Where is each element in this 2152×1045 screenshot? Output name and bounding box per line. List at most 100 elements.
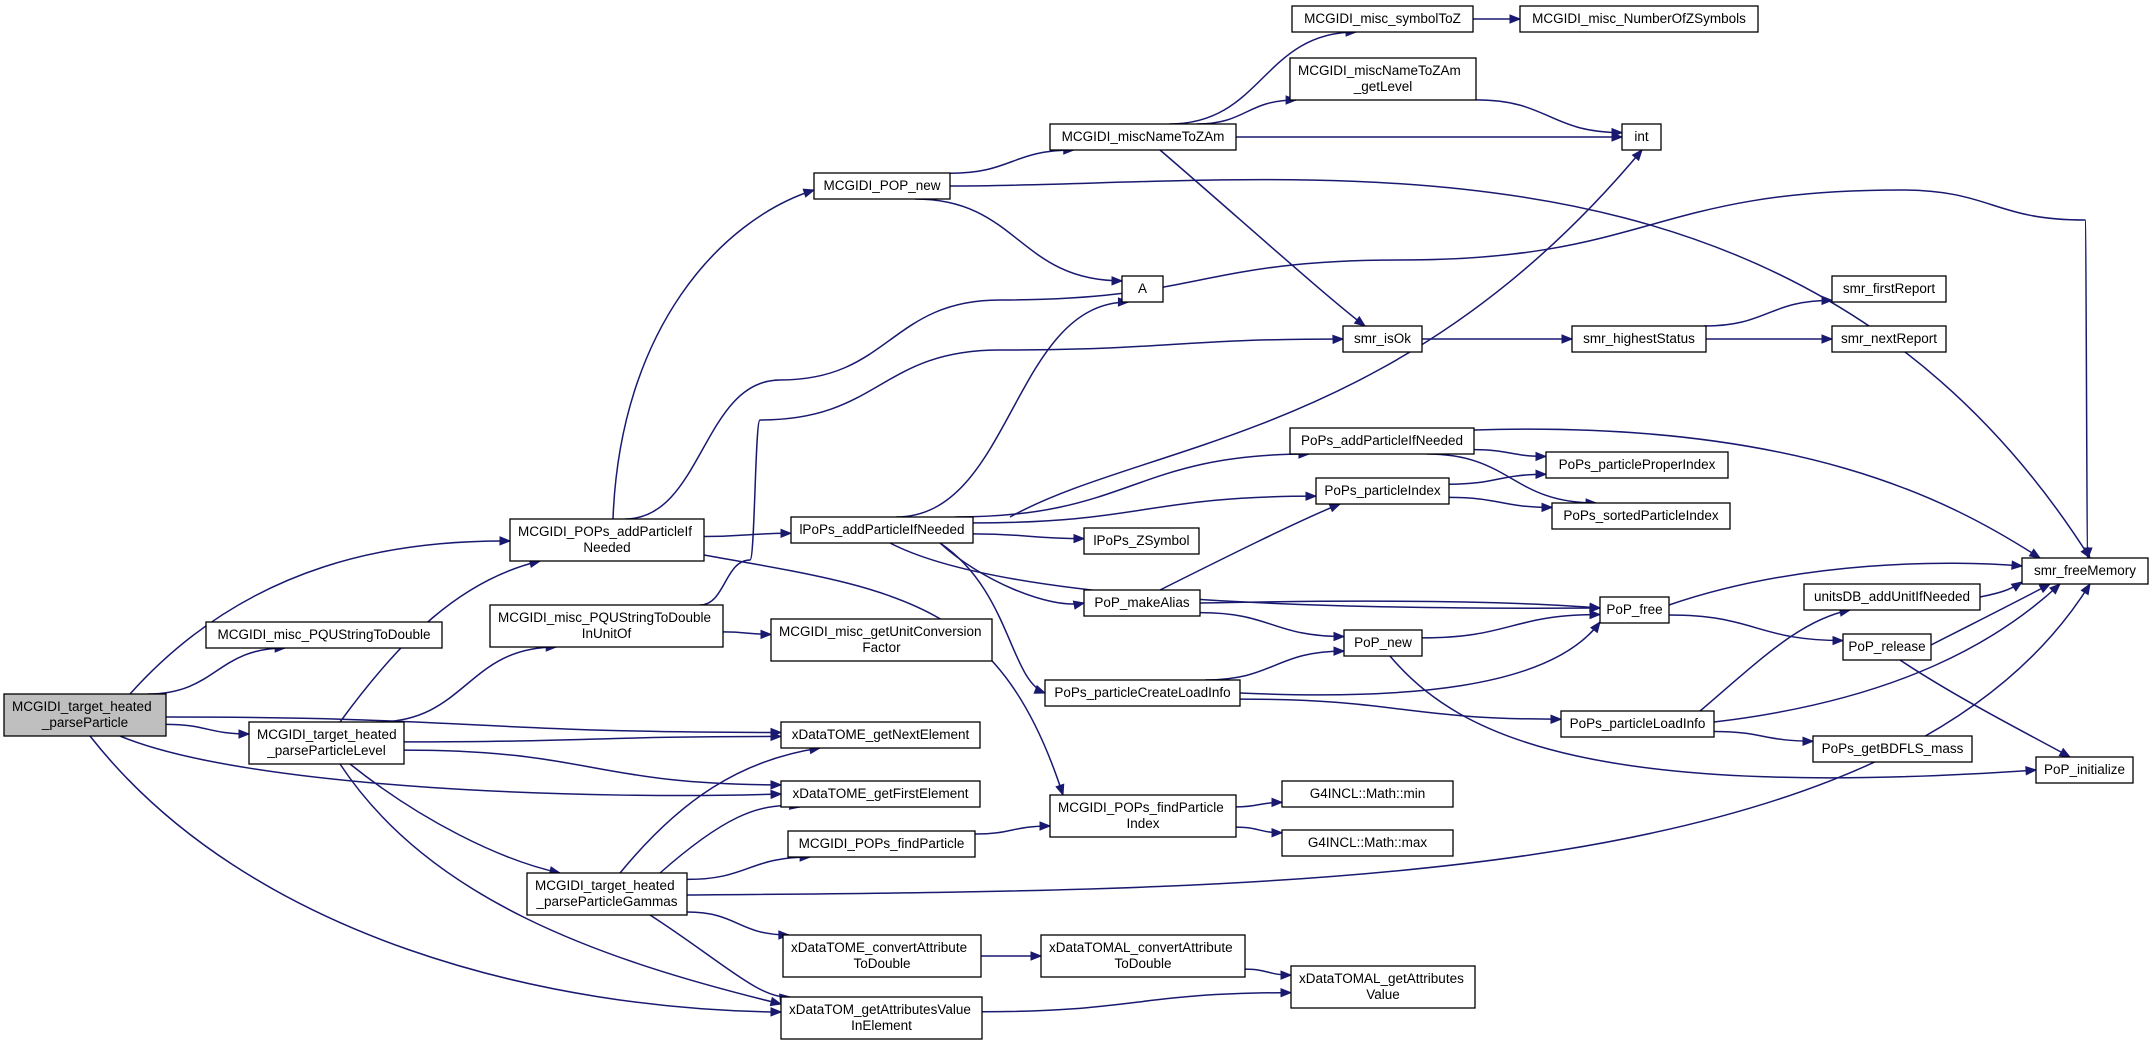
function-node[interactable]: MCGIDI_miscNameToZAm <box>1049 123 1237 151</box>
function-node[interactable]: xDataTOME_getFirstElement <box>780 780 981 808</box>
node-box <box>1289 57 1477 101</box>
arrowhead <box>1030 951 1043 961</box>
arrowhead <box>1333 631 1346 642</box>
node-label: G4INCL::Math::min <box>1310 786 1426 801</box>
function-node[interactable]: smr_freeMemory <box>2021 557 2149 585</box>
arrowhead <box>1271 797 1284 808</box>
function-node[interactable]: smr_highestStatus <box>1571 325 1707 353</box>
function-node[interactable]: MCGIDI_POPs_findParticle <box>787 830 976 858</box>
node-label: smr_highestStatus <box>1583 331 1695 346</box>
function-node[interactable]: PoPs_getBDFLS_mass <box>1812 735 1973 763</box>
call-edge <box>1473 448 1548 462</box>
call-edge <box>1475 99 1624 138</box>
function-node[interactable]: MCGIDI_POP_new <box>813 172 951 200</box>
arrowhead <box>1802 736 1815 746</box>
edge-line <box>949 178 2091 559</box>
call-edge <box>1239 698 1563 724</box>
function-node[interactable]: PoP_free <box>1599 596 1670 624</box>
function-node[interactable]: PoPs_particleLoadInfo <box>1560 710 1715 738</box>
function-node[interactable]: MCGIDI_misc_PQUStringToDouble <box>205 621 443 649</box>
arrowhead <box>1832 635 1845 646</box>
node-box <box>1842 633 1932 661</box>
function-node[interactable]: lPoPs_addParticleIfNeeded <box>790 516 974 544</box>
node-label: PoP_initialize <box>2044 762 2125 777</box>
function-node[interactable]: PoP_new <box>1343 629 1423 657</box>
edge-line <box>1713 730 1814 742</box>
call-edge <box>1473 428 2042 559</box>
function-node[interactable]: MCGIDI_POPs_addParticleIfNeeded <box>509 518 705 562</box>
arrowhead <box>1535 469 1548 480</box>
function-node[interactable]: MCGIDI_target_heated_parseParticleGammas <box>526 872 688 916</box>
arrowhead <box>1589 609 1602 620</box>
edge-line <box>339 560 541 723</box>
node-label: PoP_release <box>1848 639 1925 654</box>
node-box <box>1083 527 1200 555</box>
function-node[interactable]: int <box>1621 123 1662 151</box>
arrowhead <box>1561 334 1574 344</box>
node-label: MCGIDI_target_heated <box>535 878 675 893</box>
arrowhead <box>1589 602 1602 612</box>
arrowhead <box>780 528 793 539</box>
function-node[interactable]: MCGIDI_miscNameToZAm_getLevel <box>1289 57 1477 101</box>
edge-line <box>1473 448 1547 458</box>
call-edge <box>1706 334 1834 344</box>
function-node[interactable]: xDataTOME_getNextElement <box>780 721 981 749</box>
node-box <box>1621 123 1662 151</box>
function-node[interactable]: unitsDB_addUnitIfNeeded <box>1803 583 1981 611</box>
arrowhead <box>2025 765 2038 776</box>
function-node[interactable]: PoPs_particleCreateLoadInfo <box>1044 679 1241 707</box>
function-node[interactable]: PoP_makeAlias <box>1083 589 1201 617</box>
call-edge <box>1199 600 1602 612</box>
edge-line <box>1426 453 1597 504</box>
node-box <box>1315 477 1450 505</box>
arrowhead <box>1509 14 1522 24</box>
function-node[interactable]: MCGIDI_misc_symbolToZ <box>1291 5 1474 33</box>
function-node[interactable]: xDataTOMAL_getAttributesValue <box>1290 965 1476 1009</box>
edge-line <box>339 763 782 1005</box>
function-node[interactable]: lPoPs_ZSymbol <box>1083 527 1200 555</box>
function-node[interactable]: PoPs_particleProperIndex <box>1545 451 1729 479</box>
call-edge <box>974 821 1052 835</box>
edge-line <box>1159 149 1366 327</box>
call-edge <box>896 297 1130 518</box>
function-node[interactable]: smr_isOk <box>1342 325 1423 353</box>
function-node[interactable]: MCGIDI_target_heated_parseParticleLevel <box>248 721 405 765</box>
edge-line <box>165 716 782 734</box>
edge-line <box>624 189 2089 559</box>
arrowhead <box>1111 276 1124 286</box>
node-label: Needed <box>583 540 630 555</box>
function-node[interactable]: MCGIDI_target_heated_parseParticle <box>3 693 167 737</box>
function-node[interactable]: PoPs_addParticleIfNeeded <box>1289 427 1475 455</box>
node-label: InElement <box>851 1018 912 1033</box>
node-box <box>790 516 974 544</box>
edge-line <box>1199 611 1345 638</box>
call-edge <box>1668 614 1845 646</box>
call-edge <box>659 800 802 874</box>
call-edge <box>1199 611 1346 642</box>
edge-line <box>1159 503 1341 591</box>
node-label: MCGIDI_misc_PQUStringToDouble <box>498 610 711 625</box>
function-node[interactable]: G4INCL::Math::max <box>1281 829 1454 857</box>
function-node[interactable]: PoPs_sortedParticleIndex <box>1551 502 1731 530</box>
arrowhead <box>1611 127 1624 138</box>
function-node[interactable]: MCGIDI_misc_NumberOfZSymbols <box>1519 5 1759 33</box>
function-node[interactable]: smr_nextReport <box>1831 325 1947 353</box>
function-node[interactable]: PoPs_particleIndex <box>1315 477 1450 505</box>
edge-line <box>1699 609 1851 712</box>
function-node[interactable]: smr_firstReport <box>1831 275 1947 303</box>
node-label: unitsDB_addUnitIfNeeded <box>1814 589 1970 604</box>
function-node[interactable]: PoP_initialize <box>2035 756 2134 784</box>
function-node[interactable]: G4INCL::Math::min <box>1281 780 1454 808</box>
function-node[interactable]: PoP_release <box>1842 633 1932 661</box>
call-edge <box>1713 583 2061 723</box>
call-edge <box>699 334 1345 606</box>
node-box <box>1044 679 1241 707</box>
function-node[interactable]: A <box>1121 275 1164 303</box>
call-edge <box>703 528 793 539</box>
